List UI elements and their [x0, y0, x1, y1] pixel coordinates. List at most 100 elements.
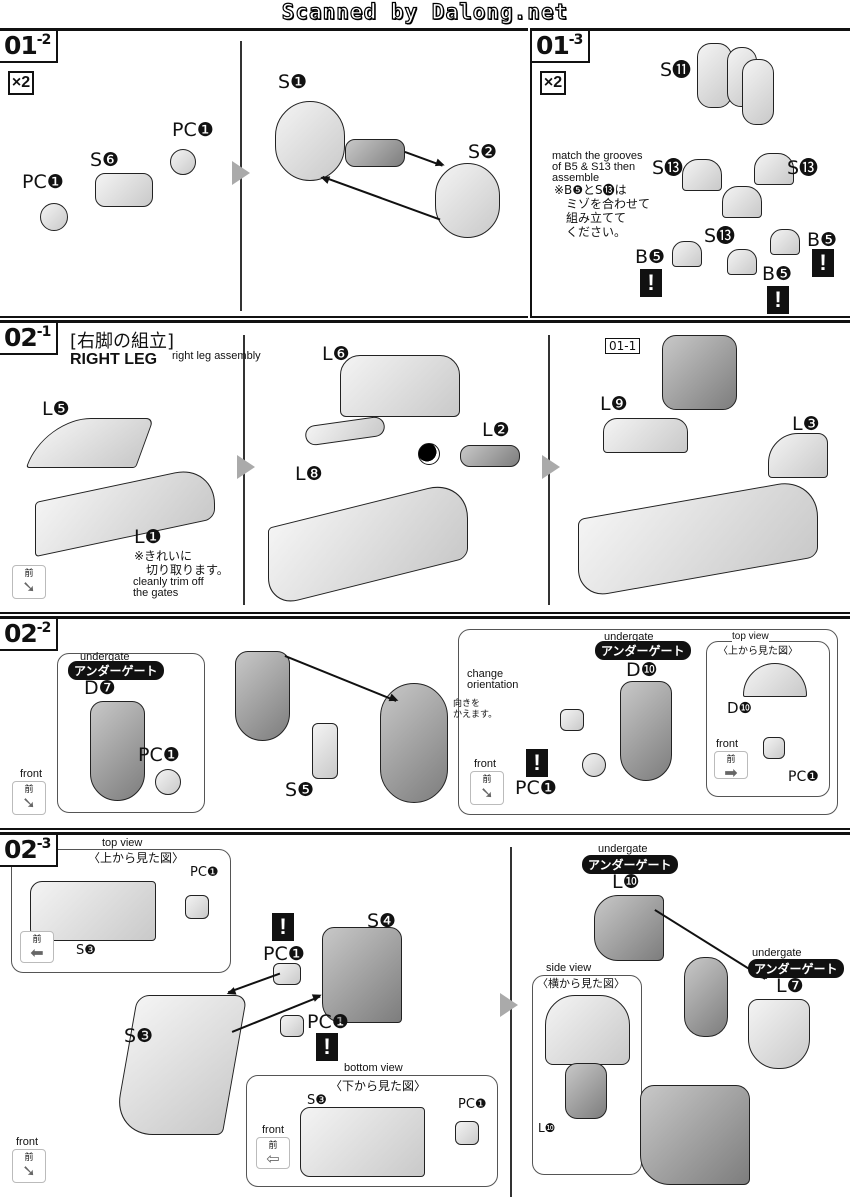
step-number: 02-3	[0, 835, 59, 867]
leg-assembly	[578, 476, 818, 600]
part-s3-bottom	[300, 1107, 425, 1177]
part-label: S❸	[124, 1025, 154, 1047]
part-label: L❶	[134, 526, 162, 548]
cone-part-b5	[770, 229, 800, 255]
undergate-badge: アンダーゲート	[748, 959, 844, 978]
part-label: L❻	[322, 343, 350, 365]
leg-assembly	[640, 1085, 750, 1185]
note-english: change orientation	[467, 668, 519, 691]
part-label: B❺	[635, 246, 666, 268]
joint-side	[565, 1063, 607, 1119]
part-label: L❿	[612, 871, 640, 893]
part-label: D❿	[727, 699, 752, 717]
part-label: S⓫	[660, 59, 692, 81]
step-number: 02-2	[0, 619, 59, 651]
part-l3	[768, 433, 828, 478]
part-label: L❿	[538, 1121, 556, 1135]
part-label: L❾	[600, 393, 628, 415]
top-view-label: top view	[102, 837, 143, 849]
part-l9	[603, 418, 688, 453]
assembly-arrow-icon	[284, 655, 397, 702]
step-title: RIGHT LEG	[70, 351, 158, 368]
thruster-part	[697, 43, 732, 108]
section-01-3: 01-3 ×2 S⓫ match the grooves of B5 & S13…	[530, 28, 850, 318]
part-label: B❺	[762, 263, 793, 285]
part-label: PC❶	[515, 777, 557, 799]
step-subtitle: right leg assembly	[172, 350, 261, 362]
cone-part-b5	[727, 249, 757, 275]
warning-icon: !	[316, 1033, 338, 1061]
step-reference: 01-1	[605, 338, 641, 354]
scan-watermark: Scanned by Dalong.net	[281, 0, 569, 25]
part-label: L❼	[776, 975, 804, 997]
section-02-1: 02-1 [右脚の組立] RIGHT LEG right leg assembl…	[0, 320, 850, 614]
warning-icon: !	[526, 749, 548, 777]
part-l6	[340, 355, 460, 417]
part-label: PC❶	[172, 119, 214, 141]
section-02-2: 02-2 undergate アンダーゲート D❼ PC❶ front 前➘ S…	[0, 616, 850, 830]
polycap-part	[280, 1015, 304, 1037]
front-label: front	[16, 1136, 39, 1148]
part-label: S❸	[76, 943, 96, 958]
front-indicator: 前⇦	[256, 1137, 290, 1169]
polycap-part	[582, 753, 606, 777]
polycap-part	[560, 709, 584, 731]
part-label: D❿	[626, 659, 658, 681]
part-label: PC❶	[788, 769, 819, 785]
part-s1	[275, 101, 345, 181]
front-indicator: 前➘	[12, 565, 46, 599]
polycap-part	[40, 203, 68, 231]
undergate-label: undergate	[80, 651, 130, 663]
polycap-part	[455, 1121, 479, 1145]
part-d7	[235, 651, 290, 741]
step-number: 01-3	[532, 31, 591, 63]
part-label: B❺	[807, 229, 838, 251]
next-step-arrow-icon	[500, 993, 518, 1017]
part-label: PC❶	[458, 1097, 487, 1112]
next-step-arrow-icon	[237, 455, 255, 479]
part-label: PC❶	[307, 1011, 349, 1033]
part-label: L❸	[792, 413, 820, 435]
undergate-badge: アンダーゲート	[582, 855, 678, 874]
thruster-part	[742, 59, 774, 125]
polycap-part	[170, 149, 196, 175]
front-indicator: 前➡	[714, 751, 748, 782]
front-label: front	[474, 758, 497, 770]
next-step-arrow-icon	[232, 161, 250, 185]
top-view-label: top view	[732, 631, 769, 642]
part-s3-top	[30, 881, 156, 941]
note-japanese: ※B❺とS⓭は ミゾを合わせて 組み立てて ください。	[554, 183, 651, 239]
undergate-label: undergate	[604, 631, 654, 643]
next-step-arrow-icon	[542, 455, 560, 479]
part-detail-icon	[418, 443, 440, 465]
leg-joint-assembly	[684, 957, 728, 1037]
leg-assembly	[268, 478, 468, 608]
polycap-part	[155, 769, 181, 795]
part-s3	[112, 995, 248, 1135]
part-label: S❸	[307, 1093, 327, 1108]
part-l2	[460, 445, 520, 467]
undergate-badge: アンダーゲート	[68, 661, 164, 680]
part-label: S⓭	[652, 157, 684, 179]
front-indicator: 前➘	[12, 781, 46, 815]
part-label: S⓭	[787, 157, 819, 179]
assembly-arrow-icon	[228, 973, 281, 994]
part-l7	[748, 999, 810, 1069]
note-english: match the grooves of B5 & S13 then assem…	[552, 150, 643, 184]
section-01-2: 01-2 ×2 PC❶ S❻ PC❶ S❶ S❷	[0, 28, 528, 318]
part-label: S❷	[468, 141, 498, 163]
part-label: L❷	[482, 419, 510, 441]
undergate-badge: アンダーゲート	[595, 641, 691, 660]
joint-part	[345, 139, 405, 167]
bottom-view-label: bottom view	[344, 1062, 403, 1074]
part-label: L❺	[42, 398, 70, 420]
leg-joint-assembly	[380, 683, 448, 803]
top-view-label-japanese: 〈上から見た図〉	[88, 851, 185, 865]
front-indicator: 前⬅	[20, 931, 54, 963]
step-number: 01-2	[0, 31, 59, 63]
part-l10	[594, 895, 664, 961]
part-label: PC❶	[190, 865, 219, 880]
warning-icon: !	[272, 913, 294, 941]
warning-icon: !	[812, 249, 834, 277]
part-s6	[95, 173, 153, 207]
